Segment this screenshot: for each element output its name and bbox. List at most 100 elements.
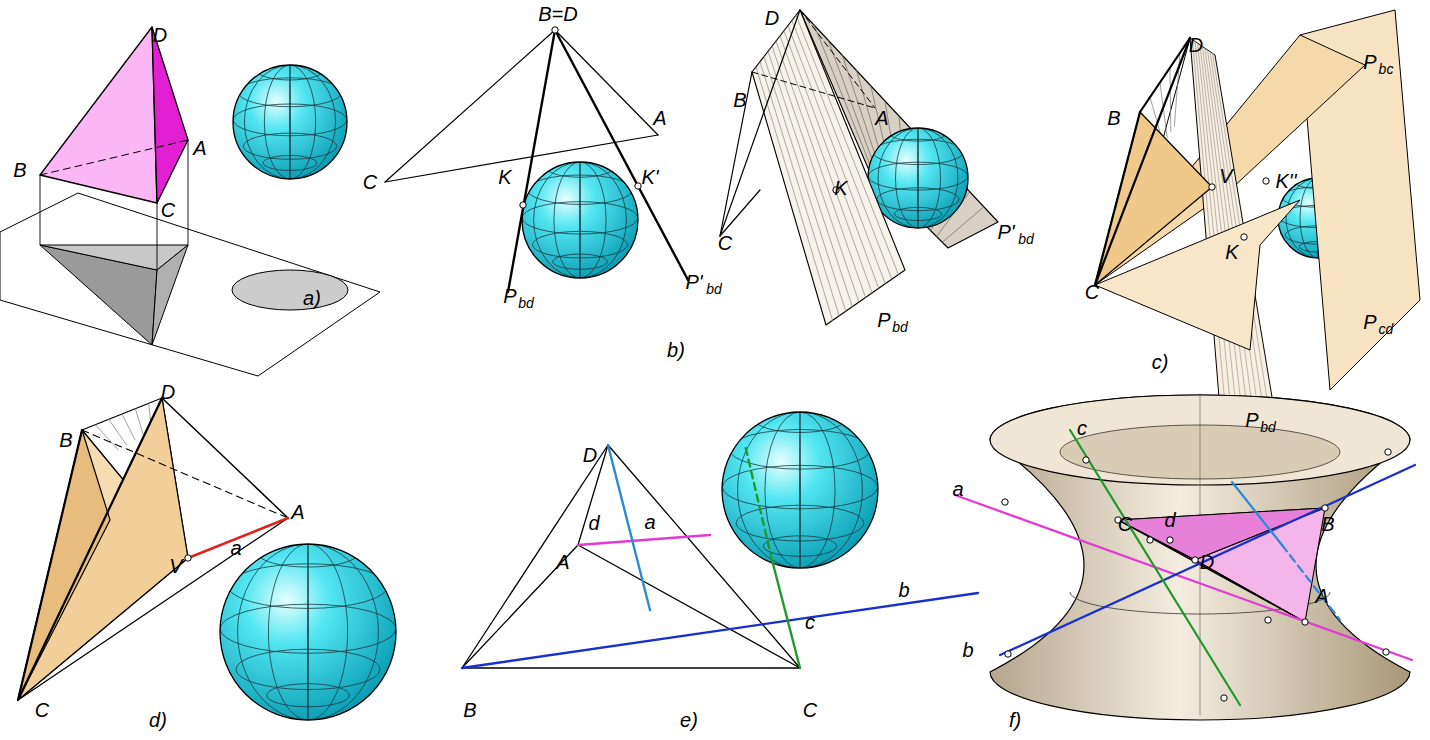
point-label: d xyxy=(1164,510,1175,530)
point-label: f) xyxy=(1009,710,1021,730)
axis-line xyxy=(188,518,288,558)
point-label: P xyxy=(1363,52,1376,72)
projection-line xyxy=(40,175,41,245)
point-label: a xyxy=(952,479,963,499)
point-label: a xyxy=(644,512,655,532)
hatch-line xyxy=(784,31,879,289)
projection-line xyxy=(188,140,189,245)
hidden-edge xyxy=(752,72,875,108)
point-marker xyxy=(1265,617,1271,623)
point-marker xyxy=(1263,178,1269,184)
hatch-line xyxy=(109,419,127,445)
hatch-line xyxy=(756,67,833,321)
point-label: b xyxy=(898,580,909,600)
point-marker xyxy=(1002,499,1008,505)
point-label: cd xyxy=(1379,322,1394,336)
point-label: bd xyxy=(892,320,908,334)
axis-line xyxy=(578,535,710,545)
axis-line xyxy=(1232,482,1282,545)
point-label: D xyxy=(161,382,175,402)
sphere-outline xyxy=(868,128,968,228)
point-marker xyxy=(1385,449,1391,455)
point-label: B xyxy=(1107,108,1120,128)
edge-line xyxy=(720,190,760,236)
point-label: C xyxy=(1118,514,1132,534)
point-label: bc xyxy=(1379,62,1394,76)
point-label: A xyxy=(291,502,304,522)
hidden-edge xyxy=(800,10,875,108)
point-marker xyxy=(1147,537,1153,543)
ground-plane xyxy=(0,193,380,376)
point-label: a xyxy=(230,538,241,558)
tangent-plane xyxy=(752,10,905,325)
point-marker xyxy=(1209,184,1215,190)
point-marker xyxy=(552,27,558,33)
point-label: K xyxy=(498,167,511,187)
hyperboloid xyxy=(990,395,1410,720)
point-label: c) xyxy=(1152,352,1169,372)
point-marker xyxy=(1221,695,1227,701)
edge-line xyxy=(162,398,288,518)
hatch-line xyxy=(135,409,143,435)
point-label: bd xyxy=(518,296,534,310)
hatch-line xyxy=(768,51,852,306)
hatch-line xyxy=(1195,41,1231,411)
point-label: B xyxy=(59,430,72,450)
sphere xyxy=(522,162,638,278)
point-label: A xyxy=(1315,586,1328,606)
axis-line xyxy=(1000,465,1415,655)
tetra-edge xyxy=(1095,112,1140,285)
hatch-line xyxy=(122,414,135,440)
hatch-line xyxy=(796,15,898,274)
point-marker xyxy=(1005,651,1011,657)
point-marker xyxy=(1241,234,1247,240)
point-label: K xyxy=(834,178,847,198)
edge-line xyxy=(720,10,800,236)
edge-line xyxy=(462,545,578,668)
axis-line xyxy=(745,445,772,560)
point-label: c xyxy=(1077,418,1087,438)
tetra-edge xyxy=(18,430,82,700)
point-marker xyxy=(1322,505,1328,511)
point-label: b) xyxy=(667,340,685,360)
tetra-face xyxy=(40,27,157,203)
point-label: P' xyxy=(997,222,1014,242)
point-label: P xyxy=(1363,312,1376,332)
point-label: a) xyxy=(303,288,321,308)
hidden-edge xyxy=(82,430,288,518)
edge-line xyxy=(462,667,800,668)
sphere xyxy=(233,65,347,179)
point-label: bd xyxy=(1018,232,1034,246)
axis-line xyxy=(955,495,1412,660)
tetra-edge xyxy=(1095,38,1190,285)
sphere-grid xyxy=(220,539,395,720)
tetra-edge xyxy=(1140,38,1190,112)
tetra-face xyxy=(18,398,188,700)
edge-line xyxy=(578,445,608,545)
point-label: D xyxy=(583,445,597,465)
tetra-face xyxy=(1095,112,1212,285)
point-label: bd xyxy=(1260,420,1276,434)
sphere xyxy=(868,128,968,228)
projection-line xyxy=(157,203,158,270)
sphere-outline xyxy=(233,65,347,179)
point-label: C xyxy=(363,172,377,192)
hatch-line xyxy=(764,57,846,312)
point-label: B xyxy=(1321,514,1334,534)
axis-line xyxy=(608,445,650,610)
point-label: b xyxy=(962,640,973,660)
hatch-line xyxy=(792,20,892,279)
point-marker xyxy=(1302,619,1308,625)
hidden-edge xyxy=(40,140,188,175)
edge-line xyxy=(462,445,608,668)
hatch-line xyxy=(780,36,872,293)
point-label: C xyxy=(1085,282,1099,302)
point-marker xyxy=(1192,557,1198,563)
point-label: C xyxy=(718,233,732,253)
sphere-grid xyxy=(722,407,877,568)
sphere xyxy=(220,544,396,720)
edge-line xyxy=(608,445,800,668)
point-marker xyxy=(635,183,641,189)
